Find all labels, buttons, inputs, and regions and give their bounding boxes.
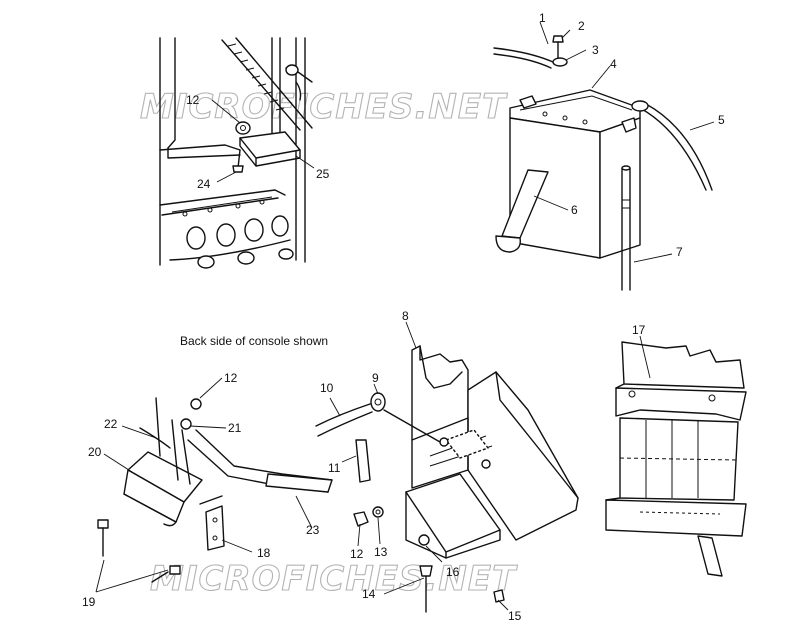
callout-17: 17 <box>632 323 646 337</box>
callout-10: 10 <box>320 381 334 395</box>
callout-8: 8 <box>402 309 409 323</box>
callout-14: 14 <box>362 587 376 601</box>
watermark-top: MICROFICHES.NET <box>140 87 508 127</box>
callout-22: 22 <box>104 417 118 431</box>
callout-13: 13 <box>374 545 388 559</box>
callout-6: 6 <box>571 203 578 217</box>
callout-18: 18 <box>257 546 271 560</box>
callout-16: 16 <box>446 565 460 579</box>
callout-12-low: 12 <box>350 547 364 561</box>
callout-24: 24 <box>197 177 211 191</box>
callout-12-mid: 12 <box>224 371 238 385</box>
console-bracket-detail <box>159 37 315 269</box>
callout-15: 15 <box>508 609 522 623</box>
wiring-bracket-detail <box>95 377 333 593</box>
watermark-bottom: MICROFICHES.NET <box>150 559 518 599</box>
callout-20: 20 <box>88 445 102 459</box>
battery-tray-detail <box>605 335 747 577</box>
callout-11: 11 <box>328 461 341 475</box>
callout-9: 9 <box>372 371 379 385</box>
callout-25: 25 <box>316 167 330 181</box>
callout-23: 23 <box>306 523 320 537</box>
callout-4: 4 <box>610 57 617 71</box>
callout-7: 7 <box>676 245 683 259</box>
callout-2: 2 <box>578 19 585 33</box>
battery-detail <box>493 21 715 291</box>
battery-bracket-detail <box>315 321 579 613</box>
callout-3: 3 <box>592 43 599 57</box>
callout-5: 5 <box>718 113 725 127</box>
callout-19: 19 <box>82 595 96 609</box>
callout-21: 21 <box>228 421 242 435</box>
caption-console: Back side of console shown <box>180 334 328 348</box>
callout-1: 1 <box>539 11 546 25</box>
callout-12-top: 12 <box>186 93 200 107</box>
